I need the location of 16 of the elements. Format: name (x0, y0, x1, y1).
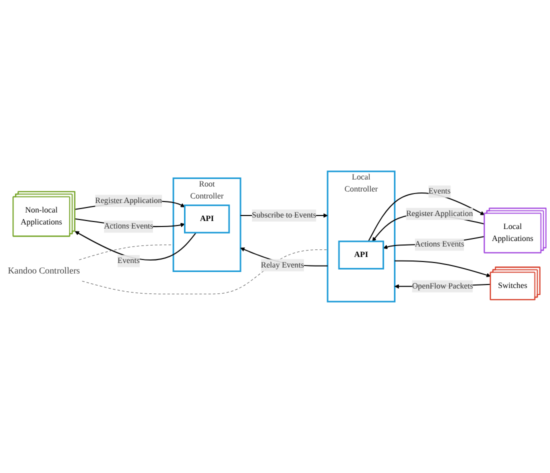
edge-label: Events (428, 187, 451, 196)
edge-label: Events (118, 256, 140, 266)
edge-label: Subscribe to Events (252, 211, 316, 220)
edge-label: Register Application (406, 209, 473, 218)
node-text: Kandoo Controllers (8, 265, 80, 276)
edge-label: OpenFlow Packets (412, 282, 474, 290)
node-box: API (338, 240, 384, 270)
connector (78, 244, 174, 260)
edge-label: Register Application (95, 196, 162, 205)
edge-label: Actions Events (414, 240, 464, 249)
connector (82, 249, 328, 294)
arrow (394, 260, 491, 278)
edge-label: Relay Events (260, 260, 304, 270)
arrow (74, 231, 196, 260)
edge-label: Actions Events (104, 222, 154, 231)
node-box: API (184, 204, 230, 234)
